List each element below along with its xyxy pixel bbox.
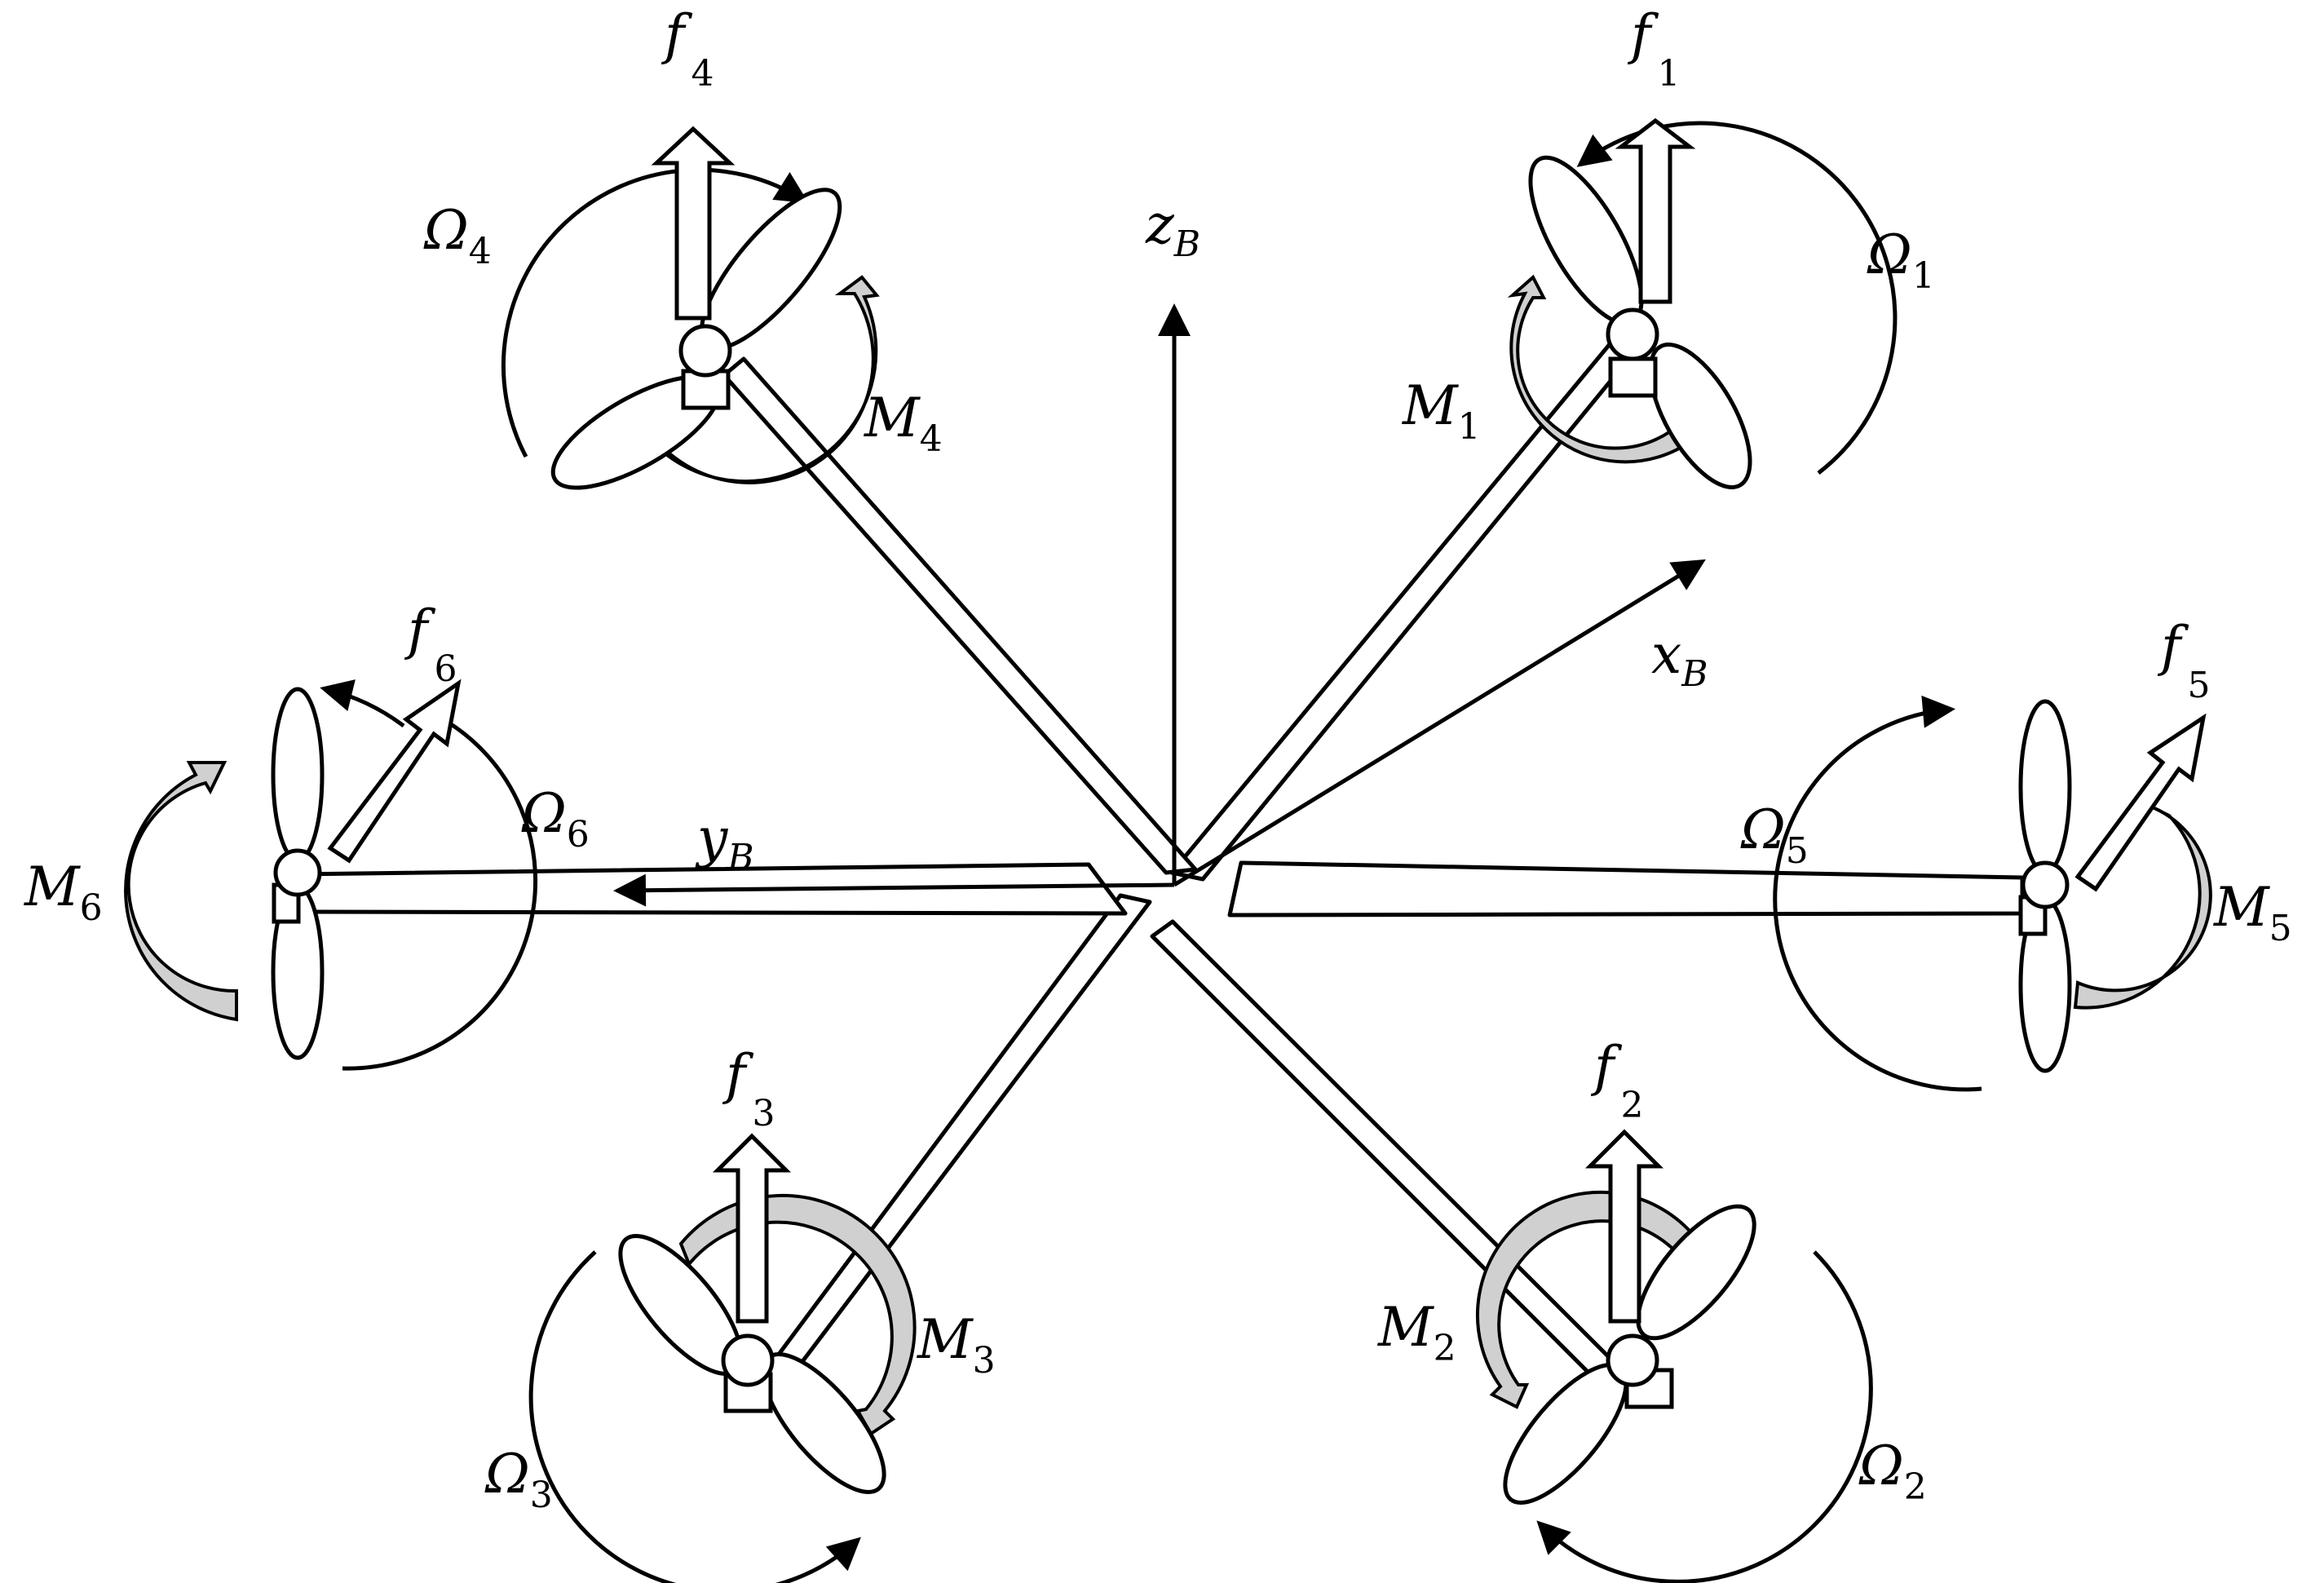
arm-to-rotor-4 [722,356,1198,875]
rotor-5-speed-label: Ω5 [1740,798,1809,872]
body-axes [613,303,1706,907]
arm-to-rotor-5 [1227,860,2025,918]
rotor-3-speed-label: Ω3 [484,1443,553,1516]
rotor-1-blade [1648,343,1752,489]
rotor-6-blade [271,687,325,863]
rotor-5 [1773,695,2212,1092]
rotor-6-thrust-arrow [327,679,462,864]
rotor-3-moment-arrow [678,1193,917,1436]
rotor-3-hub [721,1333,775,1387]
rotor-1-thrust-arrow [1615,117,1696,304]
rotor-4-speed-arc [501,167,809,458]
rotor-1-thrust-label: f1 [1627,3,1680,95]
rotor-4-moment-label: M4 [864,387,943,460]
rotor-6-thrust-curve [320,679,405,727]
rotor-2-thrust-arrow [1584,1129,1664,1324]
y-axis [613,873,1175,907]
rotor-1-hub [1606,307,1659,361]
x-axis-label: xB [1651,623,1708,695]
rotor-3-thrust-arrow [712,1133,792,1324]
rotor-2-speed-arc [1536,1250,1873,1583]
rotor-6-moment-arrow [124,761,238,1022]
rotor-4-hub [678,324,732,378]
rotor-2-speed-label: Ω2 [1858,1435,1927,1508]
rotor-3 [528,1133,917,1583]
rotor-4-speed-label: Ω4 [423,199,492,272]
rotor-4-motor [681,369,731,410]
rotor-6-thrust-label: f6 [404,599,457,690]
rotor-6 [124,679,538,1071]
rotor-1-moment-arrow [1507,274,1694,464]
rotor-6-hub [273,848,322,897]
labels: zB xB yB f4 Ω4 M4 f1 Ω1 M1 f6 [24,3,2292,1516]
rotor-5-moment-arrow [2073,806,2212,1010]
rotor-1-motor [1608,356,1658,398]
z-axis-label: zB [1145,193,1200,265]
rotor-1-speed-label: Ω1 [1867,223,1935,297]
rotor-2-moment-label: M2 [1377,1296,1456,1369]
rotor-5-thrust-label: f5 [2157,615,2210,706]
rotor-1-speed-arc [1576,121,1898,475]
rotor-1 [1507,117,1898,489]
rotor-3-moment-label: M3 [917,1308,996,1382]
rotor-5-blade [2018,699,2072,875]
rotor-5-speed-arc [1773,695,1982,1092]
rotor-4-thrust-label: f4 [661,3,714,95]
rotor-2-moment-arrow [1475,1190,1703,1409]
rotor-6-speed-arc [342,715,538,1071]
x-axis [1173,559,1706,887]
rotor-4-thrust-arrow [651,126,736,321]
rotor-2-thrust-label: f2 [1590,1035,1643,1126]
rotor-2 [1475,1129,1873,1583]
rotor-5-thrust-arrow [2074,713,2207,892]
rotor-1-moment-label: M1 [1402,374,1481,448]
arm-to-rotor-3 [771,893,1152,1379]
rotor-6-moment-label: M6 [24,856,103,929]
rotor-4 [501,126,880,490]
rotor-6-speed-label: Ω6 [521,782,590,856]
rotor-5-hub [2021,860,2070,909]
frame-arms [291,332,2025,1391]
rotor-2-hub [1606,1333,1659,1387]
rotor-4-moment-arrow [643,275,880,484]
rotor-3-speed-arc [528,1250,861,1583]
rotor-2-blade [1636,1204,1756,1341]
rotor-5-moment-label: M5 [2213,876,2292,949]
rotor-3-thrust-label: f3 [722,1043,775,1134]
y-axis-label: yB [695,807,754,878]
